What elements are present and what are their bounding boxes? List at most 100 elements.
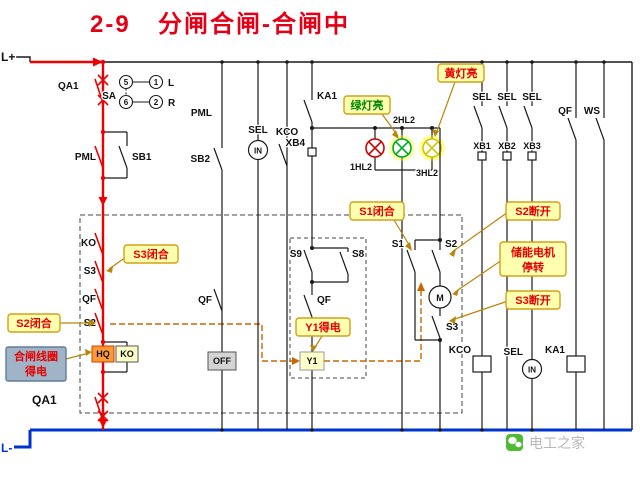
page-title-number: 2-9: [90, 11, 131, 38]
callout-s2-closed: S2闭合: [7, 313, 61, 333]
watermark: 电工之家: [506, 434, 585, 451]
page-title: 分闸合闸-合闸中: [158, 10, 350, 38]
xb4-label: XB4: [286, 138, 306, 149]
rail-positive-label: L+: [1, 50, 15, 64]
qa1-top-label: QA1: [58, 81, 79, 92]
s1-label: S1: [392, 239, 405, 250]
sel1-label: SEL: [472, 92, 491, 103]
callout-s3-open-text: S3断开: [515, 293, 550, 307]
motor-icon: [428, 285, 452, 309]
lamp-2hl2-label: 2HL2: [393, 115, 415, 125]
sa-terminal-6: 6: [124, 98, 129, 107]
pml-contact: [94, 145, 104, 169]
xb2-label: XB2: [498, 141, 516, 151]
hq-coil-label: HQ: [96, 349, 110, 359]
qa1-bottom-label: QA1: [32, 393, 57, 407]
callout-motor-stop-line2: 停转: [522, 260, 544, 274]
sel-in-branch: [247, 62, 269, 430]
callout-motor-stop-line1: 储能电机: [511, 245, 555, 259]
ka1-bottom-label: KA1: [545, 345, 565, 356]
lamp-1hl2-label: 1HL2: [350, 162, 372, 172]
sel-bottom-label: SEL: [504, 347, 523, 358]
s8-label: S8: [352, 249, 365, 260]
s3-right-label: S3: [446, 322, 459, 333]
off-button-label: OFF: [213, 356, 231, 366]
link-arrow-right: [417, 282, 425, 291]
left-branch-black: [103, 131, 128, 373]
energized-symbols: [94, 74, 109, 422]
callout-s2-closed-text: S2闭合: [16, 316, 52, 330]
in-lamp-label: IN: [254, 147, 262, 156]
sa-left-pos: L: [168, 78, 174, 89]
callout-s2-open: S2断开: [505, 201, 561, 221]
inner-mechanism-box: [289, 237, 367, 379]
wechat-icon-bubble-small: [515, 441, 522, 448]
ko-coil-label: KO: [120, 349, 134, 359]
callout-s1-closed-text: S1闭合: [359, 204, 395, 218]
sb2-label: SB2: [191, 154, 211, 165]
callout-y1-energized: Y1得电: [295, 317, 351, 337]
ko-contact-label: KO: [81, 238, 96, 249]
in2-lamp-label: IN: [528, 366, 536, 375]
kco-mid-label: KCO: [276, 127, 298, 138]
hq-coil-box: [91, 345, 115, 363]
right-branches: [472, 62, 605, 430]
ka1-contact-label: KA1: [317, 91, 337, 102]
junction-dots-energized: [100, 59, 106, 375]
kco-branch: [278, 62, 288, 430]
ka1-y1-branch: [303, 62, 440, 430]
callout-s3-closed: S3闭合: [123, 244, 179, 264]
rail-negative-label: L-: [1, 441, 12, 455]
qf-left-label: QF: [82, 294, 96, 305]
sb1-label: SB1: [132, 152, 152, 163]
qf-contact-left: [94, 288, 104, 312]
callout-yellow-lamp: 黄灯亮: [437, 63, 485, 83]
lamp-1hl2-icon: [365, 138, 385, 158]
lamp-3hl2-label: 3HL2: [416, 168, 438, 178]
s9-label: S9: [290, 249, 303, 260]
qf-mid-label: QF: [198, 295, 212, 306]
wechat-icon-bubble-large: [508, 436, 517, 445]
lamp-wiring: [374, 128, 433, 430]
sel3-label: SEL: [522, 92, 541, 103]
callout-leaders: [60, 81, 509, 360]
y1-coil-box: [299, 351, 325, 371]
motor-label: M: [436, 293, 444, 303]
sel-mid-label: SEL: [248, 125, 267, 136]
callout-green-lamp-text: 绿灯亮: [351, 98, 384, 112]
xb3-label: XB3: [523, 141, 541, 151]
callout-green-lamp: 绿灯亮: [343, 95, 391, 115]
mechanism-branch: [406, 128, 452, 430]
sb2-off-branch: [213, 62, 223, 430]
callout-closing-coil-line2: 得电: [24, 364, 47, 378]
lamp-3hl2-icon: [422, 138, 442, 158]
sa-terminal-2: 2: [154, 98, 159, 107]
y1-coil-label: Y1: [306, 356, 317, 366]
kco-bottom-label: KCO: [449, 345, 471, 356]
callout-s3-closed-text: S3闭合: [133, 247, 169, 261]
sel2-label: SEL: [497, 92, 516, 103]
ko-coil-box: [115, 345, 139, 363]
callout-closing-coil: 合闸线圈 得电: [5, 346, 67, 382]
qf-top-right-label: QF: [558, 106, 572, 117]
qa1-top-breaker: [94, 74, 109, 106]
sa-terminal-5: 5: [124, 78, 129, 87]
callout-leader-arrows: [85, 129, 459, 356]
mechanism-dashed-boxes: [79, 214, 463, 414]
lamp-2hl2-icon: [392, 138, 412, 158]
outer-mechanism-box: [79, 214, 463, 414]
ws-label: WS: [584, 106, 600, 117]
watermark-text: 电工之家: [529, 435, 585, 451]
mechanical-link-lines: [110, 284, 422, 362]
pml-left-label: PML: [75, 152, 96, 163]
link-arrow-left: [292, 357, 300, 365]
s3-left-label: S3: [84, 266, 97, 277]
sa-right-pos: R: [168, 98, 176, 109]
pml-top-label: PML: [191, 108, 212, 119]
callout-y1-energized-text: Y1得电: [305, 320, 340, 334]
ko-contact: [94, 232, 104, 256]
s2-right-label: S2: [445, 239, 458, 250]
sa-terminal-1: 1: [154, 78, 159, 87]
callout-s3-open: S3断开: [505, 290, 561, 310]
